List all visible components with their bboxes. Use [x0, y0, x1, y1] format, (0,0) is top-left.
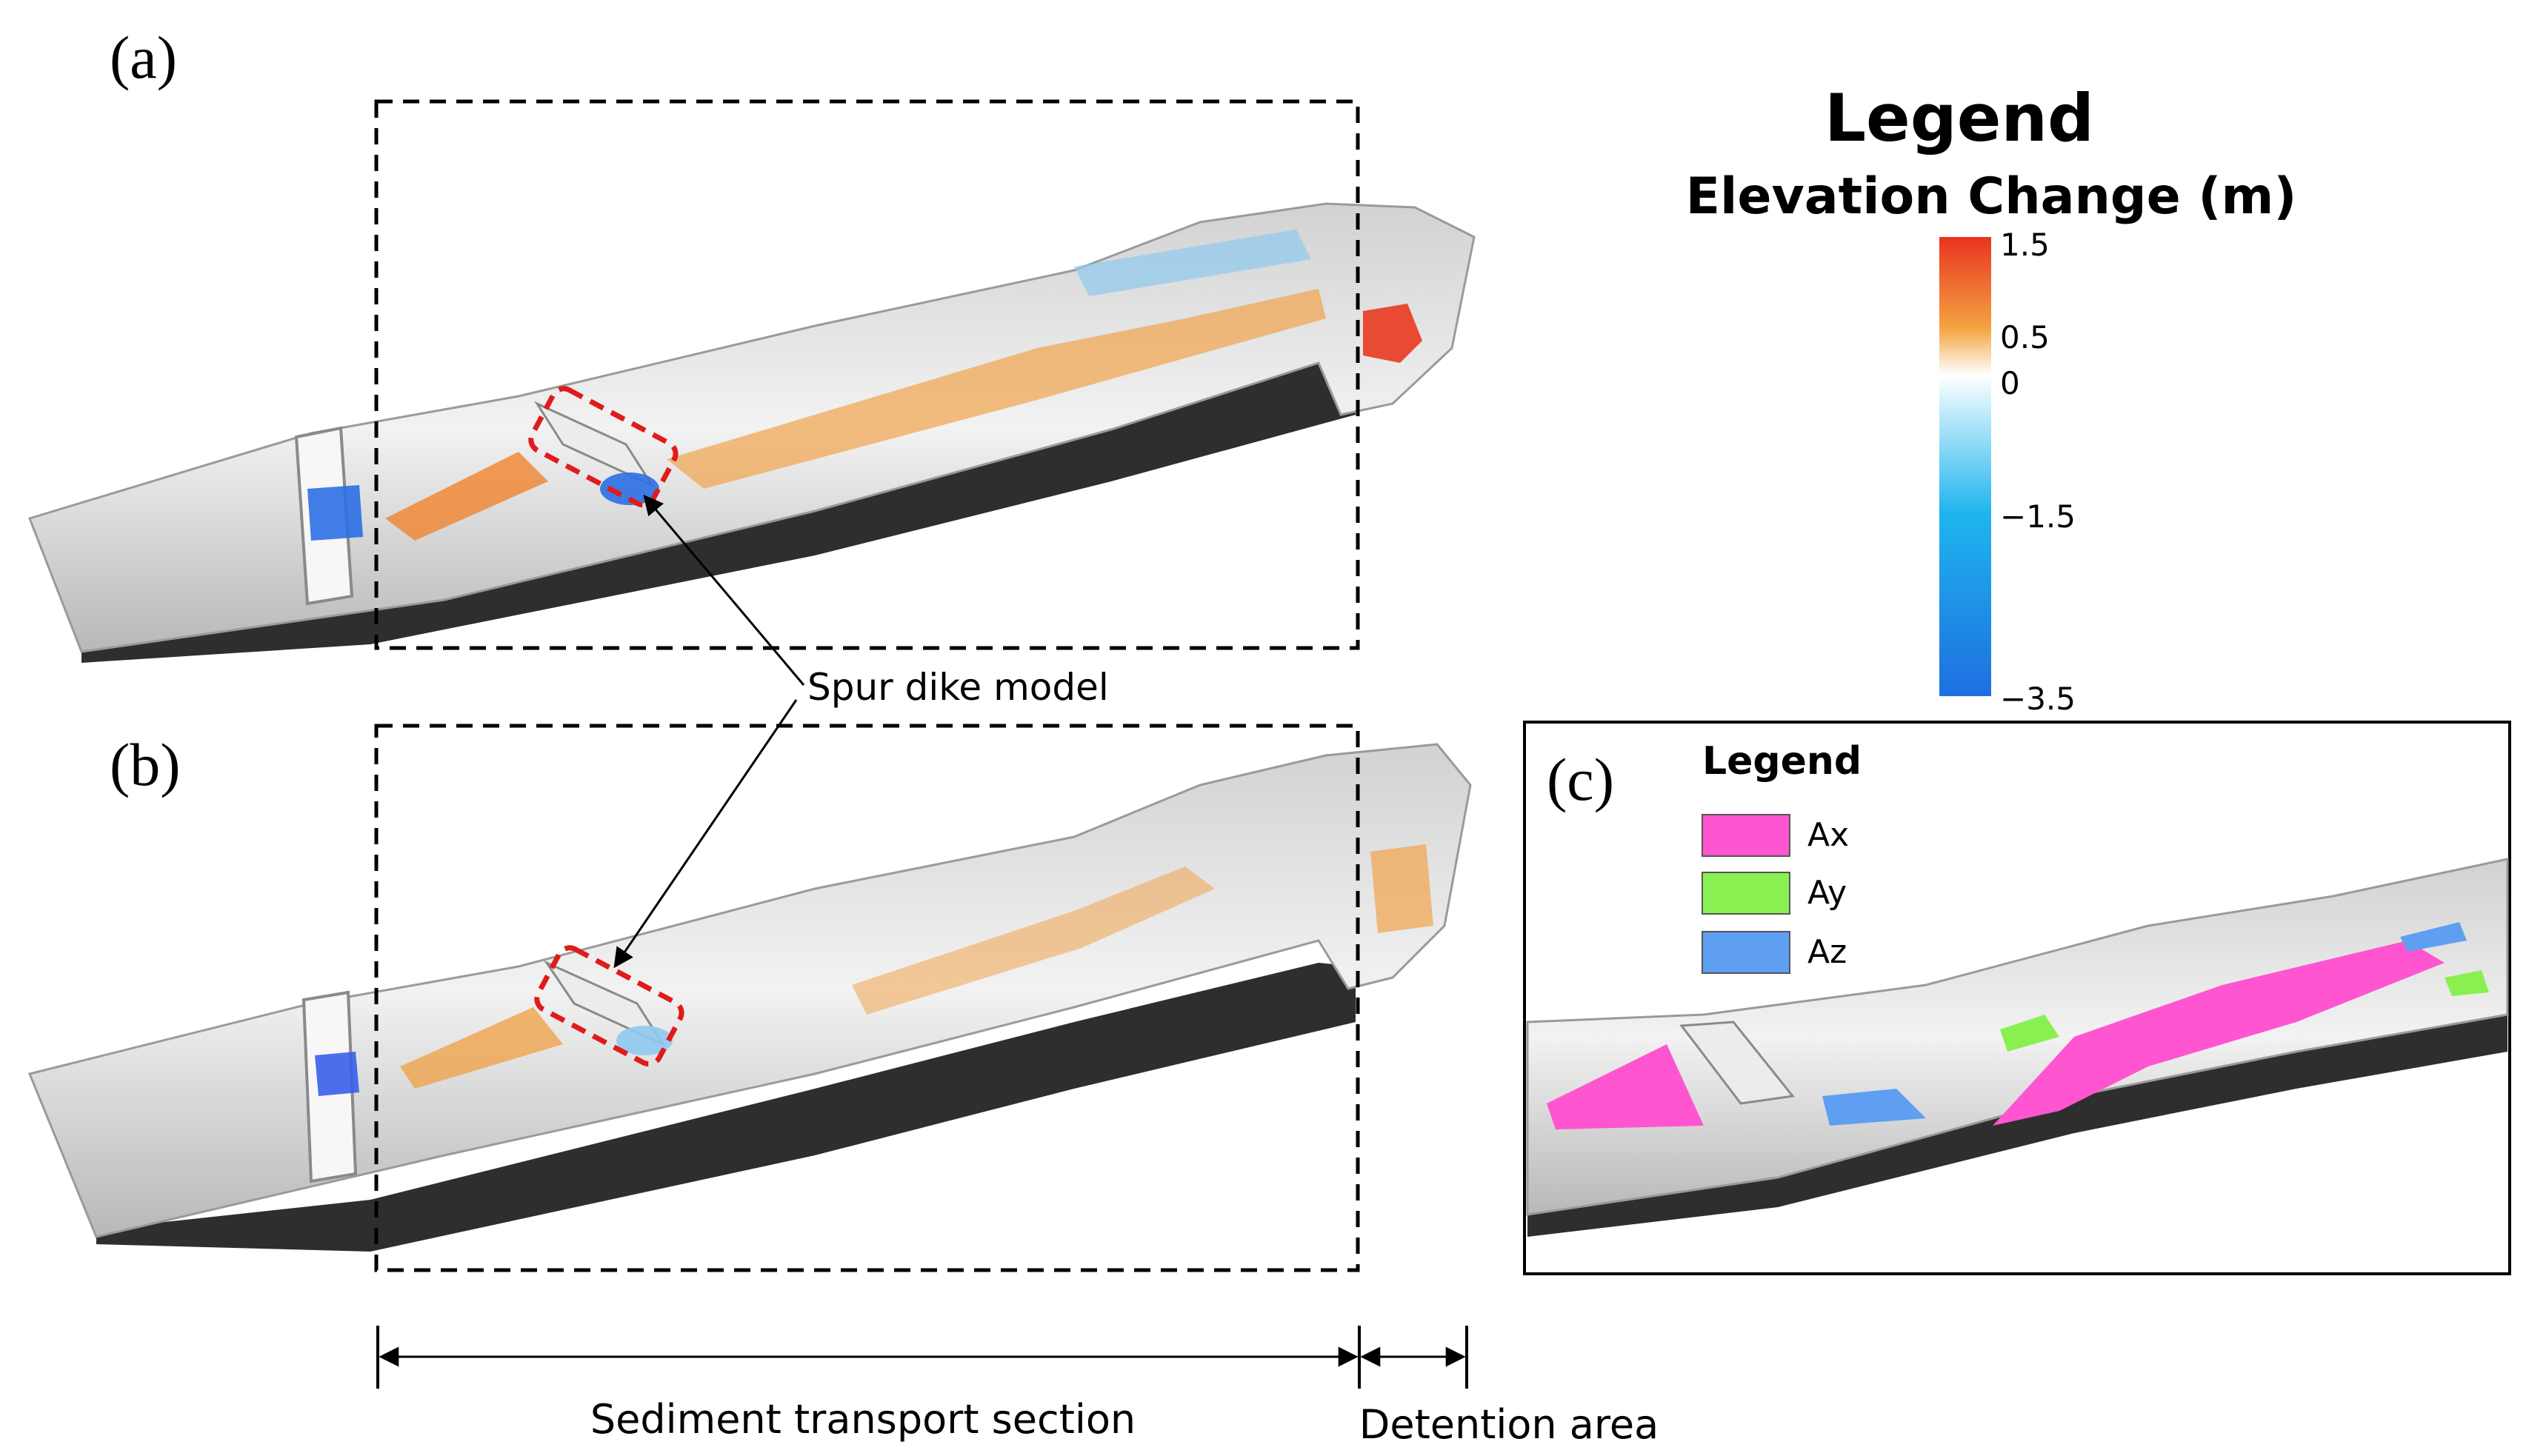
spur-scour — [616, 1026, 673, 1055]
elevation-tick-0: 0 — [2000, 365, 2020, 401]
scour-blue — [315, 1052, 359, 1096]
area-az-2 — [2400, 922, 2467, 952]
area-legend-title: Legend — [1702, 739, 1862, 784]
panel-c-terrain — [1526, 858, 2509, 1237]
area-legend-swatch-ax — [1702, 814, 1790, 857]
panel-a-label: (a) — [110, 24, 177, 91]
deposition-orange-2 — [852, 866, 1215, 1015]
channel-body — [28, 202, 1476, 653]
detention-deposition — [1370, 844, 1433, 933]
panel-b-section-box — [374, 724, 1360, 1272]
elevation-legend-title: Legend — [1824, 80, 2094, 156]
spur-dike-arrow-a — [643, 494, 805, 686]
panel-a-terrain — [28, 202, 1476, 663]
scour-blue — [307, 485, 363, 541]
deposition-orange-1 — [400, 1007, 563, 1089]
elevation-legend-subtitle: Elevation Change (m) — [1686, 167, 2297, 226]
area-legend-label-az: Az — [1807, 933, 1847, 971]
panel-a-section-box — [374, 99, 1360, 650]
dam-structure — [1679, 1021, 1795, 1105]
elevation-tick-0-5: 0.5 — [2000, 319, 2050, 355]
area-ax-2 — [1993, 941, 2445, 1126]
spur-dike-arrow-b — [613, 699, 798, 969]
area-legend-swatch-az — [1702, 931, 1790, 974]
sediment-section-label: Sediment transport section — [590, 1396, 1136, 1443]
area-legend-swatch-ay — [1702, 872, 1790, 915]
panel-b-terrain — [27, 743, 1472, 1252]
area-legend-label-ax: Ax — [1807, 816, 1849, 854]
area-az-1 — [1822, 1089, 1926, 1126]
panel-a-spur-dike-highlight — [528, 386, 679, 508]
channel-body — [27, 743, 1472, 1238]
elevation-colorbar — [1939, 237, 1991, 696]
panel-b-spur-dike-highlight — [534, 945, 684, 1067]
elevation-tick-neg-1-5: −1.5 — [2000, 498, 2076, 535]
area-ax-1 — [1547, 1044, 1704, 1129]
scour-light-blue — [1074, 230, 1311, 296]
deposition-orange-1 — [385, 452, 548, 541]
elevation-tick-neg-3-5: −3.5 — [2000, 681, 2076, 717]
detention-area-label: Detention area — [1359, 1401, 1659, 1448]
area-legend-label-ay: Ay — [1807, 874, 1847, 912]
panel-b-label: (b) — [110, 731, 181, 798]
area-ay-1 — [2000, 1015, 2059, 1052]
area-ay-2 — [2445, 970, 2489, 996]
channel-shadow — [96, 963, 1356, 1252]
panel-c-label: (c) — [1547, 746, 1614, 813]
deposition-orange-2 — [667, 289, 1326, 489]
detention-deposition — [1363, 304, 1422, 363]
elevation-tick-1-5: 1.5 — [2000, 227, 2050, 263]
spur-dike-label: Spur dike model — [807, 666, 1109, 709]
